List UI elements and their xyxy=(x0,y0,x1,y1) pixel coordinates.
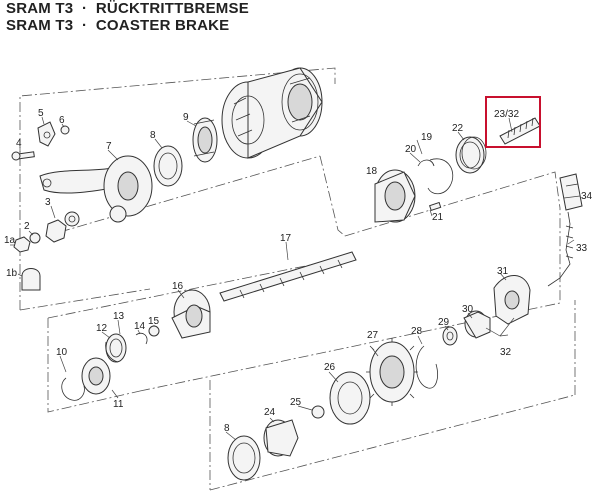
label-part-33: 33 xyxy=(576,243,588,254)
label-part-3: 3 xyxy=(45,197,51,208)
label-part-26: 26 xyxy=(324,362,336,373)
label-part-11: 11 xyxy=(113,399,124,410)
label-part-9: 9 xyxy=(183,112,189,123)
label-part-7: 7 xyxy=(106,141,112,152)
axle xyxy=(219,251,357,302)
label-part-18: 18 xyxy=(366,166,378,177)
label-part-25: 25 xyxy=(290,397,302,408)
highlight-box xyxy=(485,96,541,148)
label-part-34: 34 xyxy=(581,191,593,202)
label-part-19: 19 xyxy=(421,132,433,143)
label-part-8-lower: 8 xyxy=(224,423,230,434)
label-part-1a: 1a xyxy=(4,235,16,246)
label-part-12: 12 xyxy=(96,323,108,334)
label-part-22: 22 xyxy=(452,123,464,134)
brake-drive-group xyxy=(374,117,541,223)
axis-lines xyxy=(19,67,576,491)
label-part-27: 27 xyxy=(367,330,379,341)
label-part-15: 15 xyxy=(148,316,160,327)
label-part-24: 24 xyxy=(264,407,276,418)
label-part-1b: 1b xyxy=(6,268,18,279)
label-part-10: 10 xyxy=(56,347,68,358)
title-german: SRAM T3 · RÜCKTRITTBREMSE xyxy=(6,0,249,17)
leader-lines xyxy=(10,116,581,441)
hub-shell xyxy=(221,67,323,159)
label-part-8: 8 xyxy=(150,130,156,141)
label-part-20: 20 xyxy=(405,144,417,155)
label-part-4: 4 xyxy=(16,138,22,149)
label-part-13: 13 xyxy=(113,311,125,322)
label-part-16: 16 xyxy=(172,281,184,292)
title-english: SRAM T3 · COASTER BRAKE xyxy=(6,17,230,34)
label-part-6: 6 xyxy=(59,115,65,126)
label-part-14: 14 xyxy=(134,321,146,332)
label-part-17: 17 xyxy=(280,233,292,244)
label-part-31: 31 xyxy=(497,266,509,277)
part-labels: 1a 1b 2 3 4 5 6 7 8 9 10 11 12 13 14 15 … xyxy=(4,108,593,434)
label-part-32: 32 xyxy=(500,347,512,358)
middle-parts-group xyxy=(61,289,211,401)
label-part-21: 21 xyxy=(432,212,444,223)
label-part-30: 30 xyxy=(462,304,474,315)
lower-parts-group xyxy=(227,275,531,481)
label-part-5: 5 xyxy=(38,108,44,119)
label-part-29: 29 xyxy=(438,317,450,328)
shift-chain-group xyxy=(547,173,583,287)
label-part-28: 28 xyxy=(411,326,423,337)
label-part-23-32: 23/32 xyxy=(494,109,519,120)
label-part-2: 2 xyxy=(24,221,30,232)
brake-arm-assembly xyxy=(11,117,218,291)
